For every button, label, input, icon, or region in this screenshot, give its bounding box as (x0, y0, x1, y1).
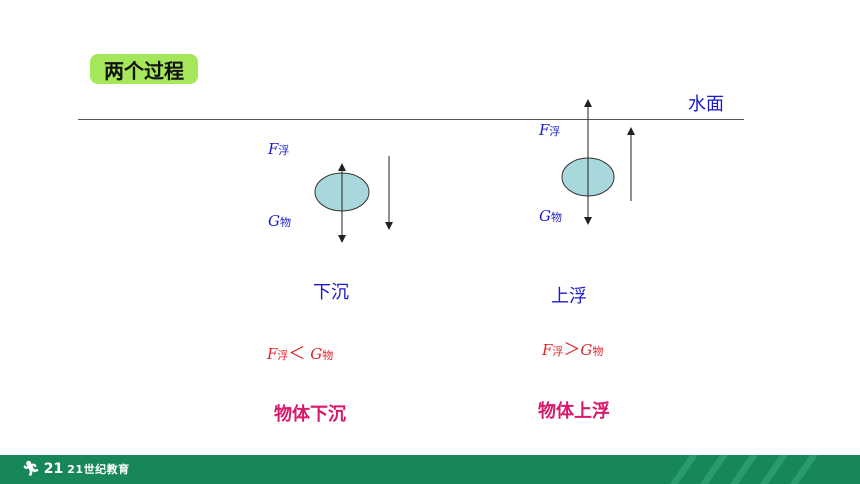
left-state-label: 下沉 (313, 282, 349, 303)
right-cond-g: G (580, 341, 593, 359)
right-f-symbol: F (539, 121, 550, 139)
right-f-subscript: 浮 (549, 125, 561, 138)
left-cond-g-sub: 物 (322, 349, 334, 362)
right-cond-f-sub: 浮 (552, 345, 564, 358)
left-f-subscript: 浮 (278, 144, 290, 157)
left-result: 物体下沉 (274, 404, 346, 425)
right-g-subscript: 物 (550, 211, 562, 224)
logo-text: 21世纪教育 (67, 463, 130, 476)
right-cond-f: F (542, 341, 553, 359)
right-condition: F浮＞G物 (542, 335, 603, 360)
left-buoyancy-label: F浮 (268, 140, 289, 158)
right-cond-operator: ＞ (563, 340, 581, 360)
water-surface-line (78, 119, 744, 120)
right-cond-g-sub: 物 (592, 345, 604, 358)
footer-logo: 🏃︎ 21 21世纪教育 (22, 459, 130, 479)
left-cond-f-sub: 浮 (277, 349, 289, 362)
right-g-symbol: G (539, 207, 551, 225)
logo-mark: 21 (43, 461, 64, 477)
left-g-symbol: G (268, 212, 280, 230)
right-gravity-label: G物 (539, 207, 562, 225)
runner-logo-icon: 🏃︎ (22, 461, 40, 477)
left-g-subscript: 物 (279, 216, 291, 229)
section-title: 两个过程 (104, 58, 184, 83)
left-cond-f: F (267, 345, 278, 363)
right-buoyancy-label: F浮 (539, 121, 560, 139)
title-badge: 两个过程 (90, 54, 198, 84)
footer-stripes (670, 455, 818, 484)
left-gravity-label: G物 (268, 212, 291, 230)
right-result: 物体上浮 (538, 401, 610, 422)
left-condition: F浮＜ G物 (267, 339, 333, 364)
left-cond-g: G (310, 345, 323, 363)
left-cond-operator: ＜ (288, 344, 306, 364)
left-f-symbol: F (268, 140, 279, 158)
right-state-label: 上浮 (551, 286, 587, 307)
water-surface-label: 水面 (688, 94, 724, 115)
